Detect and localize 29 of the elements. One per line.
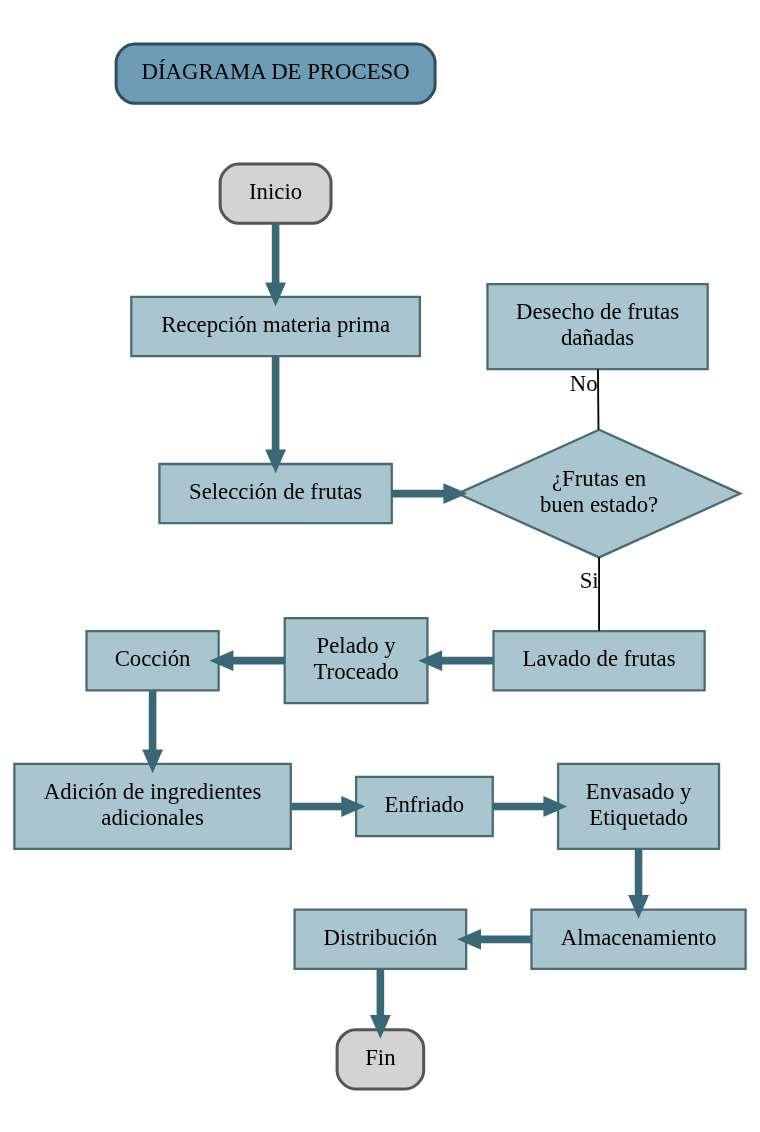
arrow <box>291 795 366 817</box>
connector <box>597 368 600 431</box>
node-box: Cocción <box>85 629 220 691</box>
node-box: Desecho de frutas dañadas <box>486 282 709 370</box>
node-box: Envasado y Etiquetado <box>556 762 721 850</box>
arrow <box>369 968 391 1039</box>
node-box: Fin <box>335 1027 426 1090</box>
arrow <box>418 649 494 671</box>
connector <box>598 556 600 632</box>
arrow <box>209 649 285 671</box>
node-box: Recepción materia prima <box>130 295 421 357</box>
node-box: Distribución <box>293 908 468 970</box>
edge-label: No <box>569 370 598 396</box>
node-box: Almacenamiento <box>530 908 747 970</box>
edge-label: Si <box>579 567 599 593</box>
arrow <box>265 356 287 473</box>
arrow <box>391 482 468 504</box>
node-box: Lavado de frutas <box>492 629 706 691</box>
node-box: DÍAGRAMA DE PROCESO <box>114 42 437 105</box>
arrow <box>628 848 649 919</box>
node-box: Pelado y Troceado <box>283 616 429 704</box>
node-box: Enfriado <box>354 775 494 837</box>
node-box: Selección de frutas <box>158 462 393 524</box>
arrow <box>493 795 568 817</box>
arrow <box>265 222 287 306</box>
node-box: Inicio <box>218 162 333 225</box>
node-box: Adición de ingredientes adicionales <box>13 762 292 850</box>
arrow <box>142 689 164 773</box>
arrow <box>457 928 532 950</box>
